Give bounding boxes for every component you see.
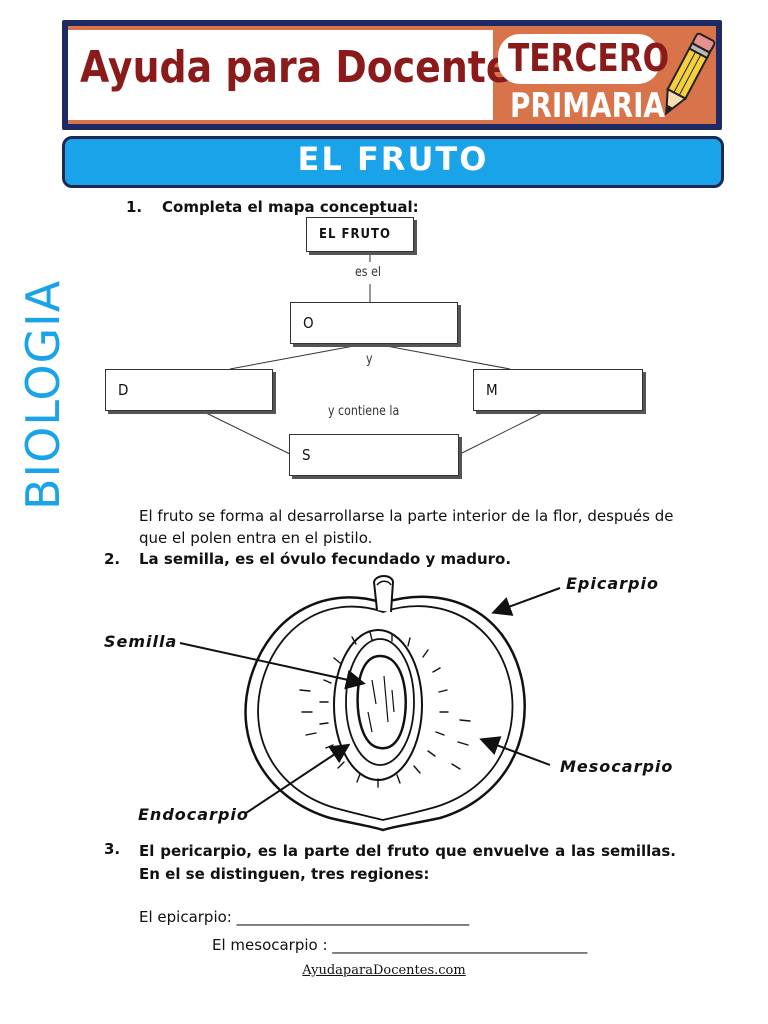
concept-box-m[interactable]: M — [473, 369, 643, 411]
q1-number: 1. — [126, 198, 143, 216]
q3-number: 3. — [104, 840, 121, 858]
grade-line-2: PRIMARIA — [510, 86, 666, 126]
q1-paragraph: El fruto se forma al desarrollarse la pa… — [139, 507, 674, 547]
label-endocarpio: Endocarpio — [138, 805, 249, 824]
concept-box-d[interactable]: D — [105, 369, 273, 411]
pencil-icon — [665, 32, 716, 116]
grade-badge — [498, 34, 660, 84]
q1-text: Completa el mapa conceptual: — [162, 198, 419, 216]
brand-panel — [68, 30, 495, 120]
answer-line-epicarpio[interactable]: El epicarpio: __________________________… — [139, 908, 470, 926]
concept-box-s[interactable]: S — [289, 434, 459, 476]
link-y-contiene-la: y contiene la — [328, 404, 400, 419]
concept-box-el-fruto: EL FRUTO — [306, 217, 414, 252]
grade-line-1: TERCERO — [508, 36, 670, 80]
title-bar — [62, 136, 724, 188]
label-mesocarpio: Mesocarpio — [560, 757, 674, 776]
link-y: y — [366, 352, 373, 367]
footer-link[interactable]: AyudaparaDocentes.com — [302, 963, 466, 978]
page-title: EL FRUTO — [297, 140, 489, 178]
label-epicarpio: Epicarpio — [566, 574, 659, 593]
label-semilla: Semilla — [104, 632, 178, 651]
q2-number: 2. — [104, 550, 121, 568]
q2-text: La semilla, es el óvulo fecundado y madu… — [139, 550, 512, 568]
brand-logo-text: Ayuda para Docentes — [80, 42, 535, 93]
link-es-el: es el — [355, 265, 381, 280]
answer-line-mesocarpio[interactable]: El mesocarpio : ________________________… — [212, 936, 588, 954]
concept-box-o[interactable]: O — [290, 302, 458, 344]
q3-text: El pericarpio, es la parte del fruto que… — [139, 842, 676, 883]
